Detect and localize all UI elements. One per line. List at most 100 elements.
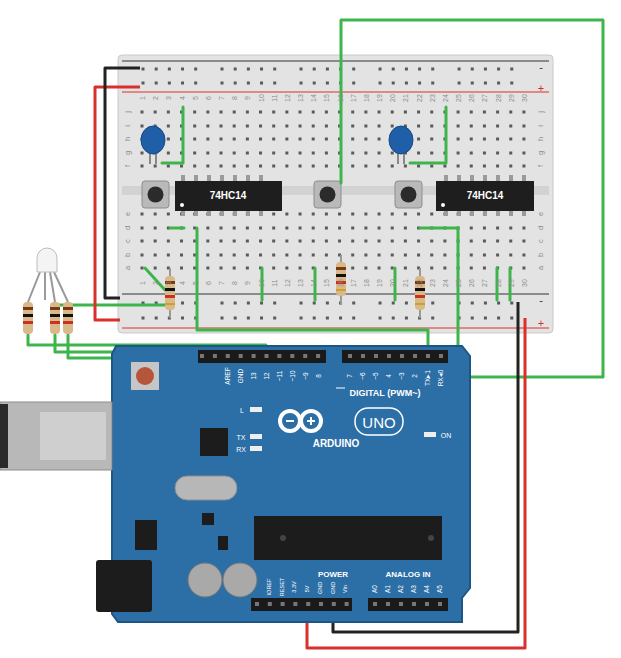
rail-hole bbox=[510, 302, 513, 305]
rail-hole bbox=[379, 82, 382, 85]
row-letter: a bbox=[537, 266, 545, 270]
hole bbox=[206, 227, 209, 230]
hole bbox=[206, 267, 209, 270]
hole bbox=[259, 165, 262, 168]
column-number: 15 bbox=[323, 94, 330, 102]
hole bbox=[272, 111, 275, 114]
pin-hole bbox=[439, 354, 443, 358]
hole bbox=[378, 152, 381, 155]
capacitor bbox=[188, 563, 222, 597]
usb-shell bbox=[40, 412, 106, 460]
chip-leg bbox=[233, 210, 237, 216]
hole bbox=[312, 138, 315, 141]
column-number: 21 bbox=[402, 94, 409, 102]
rail-hole bbox=[392, 82, 395, 85]
column-number: 17 bbox=[349, 94, 356, 102]
column-number: 4 bbox=[178, 281, 185, 285]
column-number: 13 bbox=[297, 94, 304, 102]
header-holes bbox=[200, 354, 443, 606]
logo-plus bbox=[310, 417, 312, 425]
rail-hole bbox=[484, 82, 487, 85]
hole bbox=[299, 138, 302, 141]
rail-hole bbox=[260, 317, 263, 320]
rail-hole bbox=[352, 68, 355, 71]
pin-hole bbox=[252, 354, 256, 358]
resistor-body bbox=[165, 276, 175, 310]
board-label: A1 bbox=[385, 585, 392, 593]
hole bbox=[272, 267, 275, 270]
hole bbox=[167, 240, 170, 243]
hole bbox=[285, 111, 288, 114]
rail-hole bbox=[352, 302, 355, 305]
power-wires bbox=[95, 68, 525, 648]
hole bbox=[206, 254, 209, 257]
hole bbox=[285, 254, 288, 257]
resistor-band bbox=[415, 303, 425, 305]
wire bbox=[162, 107, 183, 163]
hole bbox=[391, 165, 394, 168]
hole bbox=[312, 213, 315, 216]
rail-hole bbox=[221, 317, 224, 320]
board-label: ANALOG IN bbox=[386, 571, 431, 579]
hole bbox=[325, 227, 328, 230]
rail-hole bbox=[260, 68, 263, 71]
column-number: 11 bbox=[270, 279, 277, 286]
hole bbox=[378, 240, 381, 243]
hole bbox=[325, 165, 328, 168]
hole bbox=[206, 240, 209, 243]
rail-hole bbox=[247, 317, 250, 320]
resistor-band bbox=[50, 314, 60, 317]
rail-hole bbox=[471, 317, 474, 320]
hole bbox=[496, 254, 499, 257]
rail-hole bbox=[234, 82, 237, 85]
chip-leg bbox=[496, 210, 500, 216]
column-number: 17 bbox=[349, 279, 356, 287]
hole bbox=[522, 138, 525, 141]
column-number: 3 bbox=[165, 96, 172, 100]
pin-hole bbox=[413, 354, 417, 358]
hole bbox=[378, 165, 381, 168]
hole bbox=[246, 111, 249, 114]
hole bbox=[378, 125, 381, 128]
row-letter: c bbox=[124, 239, 132, 243]
column-number: 23 bbox=[428, 94, 435, 102]
resistor-band bbox=[165, 281, 175, 284]
hole bbox=[470, 227, 473, 230]
column-number: 23 bbox=[428, 279, 435, 287]
hole bbox=[233, 152, 236, 155]
hole bbox=[470, 111, 473, 114]
rail-line bbox=[122, 61, 549, 62]
row-letter: e bbox=[124, 212, 132, 216]
hole bbox=[483, 254, 486, 257]
hole bbox=[364, 165, 367, 168]
column-number: 7 bbox=[218, 281, 225, 285]
chip-leg bbox=[522, 210, 526, 216]
hole bbox=[285, 213, 288, 216]
board-label: 4 bbox=[386, 374, 393, 378]
hole bbox=[351, 111, 354, 114]
usb-connector bbox=[0, 402, 112, 470]
rail-hole bbox=[379, 68, 382, 71]
rail-line bbox=[122, 92, 549, 93]
hole bbox=[167, 213, 170, 216]
hole bbox=[404, 227, 407, 230]
rail-hole bbox=[181, 302, 184, 305]
resistor-band bbox=[50, 321, 60, 324]
column-number: 25 bbox=[455, 94, 462, 102]
resistor-band bbox=[165, 303, 175, 305]
rail-line bbox=[122, 294, 549, 295]
hole bbox=[483, 125, 486, 128]
pin-hole bbox=[239, 354, 243, 358]
pin-hole bbox=[348, 354, 352, 358]
hole bbox=[154, 213, 157, 216]
rail-hole bbox=[273, 302, 276, 305]
column-number: 10 bbox=[257, 279, 264, 287]
board-label: GND bbox=[331, 582, 337, 594]
hole bbox=[233, 138, 236, 141]
hole bbox=[193, 152, 196, 155]
hole bbox=[351, 240, 354, 243]
resistor-body bbox=[63, 302, 73, 334]
hole bbox=[233, 111, 236, 114]
power-jack bbox=[96, 560, 152, 612]
rail-hole bbox=[497, 302, 500, 305]
